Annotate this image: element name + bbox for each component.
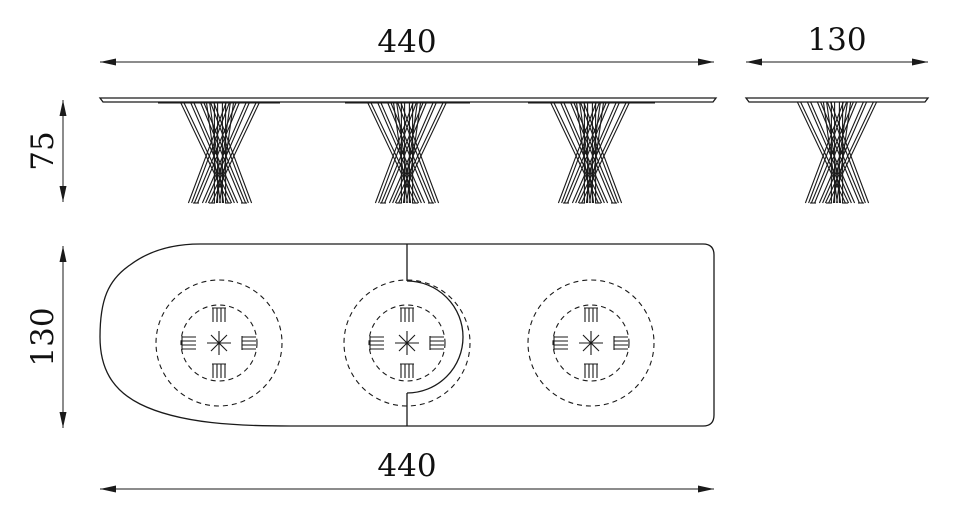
plan-depth-dimension: 130 [25, 246, 67, 428]
front-width-dimension: 440 [100, 24, 714, 66]
plan-base-left [155, 279, 283, 407]
base-foot [181, 336, 196, 350]
front-base-left [179, 101, 261, 204]
height-dimension: 75 [25, 100, 67, 202]
front-width-label: 440 [377, 24, 436, 60]
base-inner-circle [552, 304, 630, 382]
plan-width-label: 440 [377, 448, 436, 484]
leg [824, 101, 878, 204]
plan-base-center [343, 279, 471, 407]
leg [402, 101, 422, 204]
leg [575, 101, 595, 204]
leg [394, 101, 448, 204]
plan-depth-label: 130 [25, 307, 61, 366]
plan-view [99, 243, 715, 427]
leg [207, 101, 261, 204]
leg [374, 101, 418, 204]
leg [392, 101, 412, 204]
height-label: 75 [25, 131, 61, 170]
leg [388, 101, 438, 204]
base-inner-circle [368, 304, 446, 382]
base-foot [400, 307, 414, 322]
base-foot [429, 336, 444, 350]
base-outer-circle [527, 279, 655, 407]
base-foot [584, 363, 598, 378]
base-center-cross [207, 331, 231, 355]
front-elevation [98, 97, 718, 204]
leg [585, 101, 605, 204]
leg [810, 101, 858, 204]
leg [193, 101, 241, 204]
leg [557, 101, 601, 204]
base-foot [553, 336, 568, 350]
base-outer-circle [343, 279, 471, 407]
leg [822, 101, 842, 204]
front-base-center [366, 101, 448, 204]
leg [563, 101, 611, 204]
side-elevation [744, 97, 930, 204]
leg [187, 101, 231, 204]
side-base [796, 101, 878, 204]
base-inner-circle [180, 304, 258, 382]
leg [215, 101, 235, 204]
plan-joint-curve [406, 280, 464, 394]
base-foot [212, 363, 226, 378]
leg [804, 101, 848, 204]
leg [577, 101, 631, 204]
plan-width-dimension: 440 [100, 448, 714, 493]
leg [380, 101, 428, 204]
side-width-dimension: 130 [746, 22, 928, 66]
base-foot [613, 336, 628, 350]
front-tabletop [98, 97, 718, 103]
side-tabletop [744, 97, 930, 103]
base-foot [584, 307, 598, 322]
side-width-label: 130 [807, 22, 866, 58]
base-foot [369, 336, 384, 350]
base-foot [400, 363, 414, 378]
base-foot [212, 307, 226, 322]
front-base-right [549, 101, 631, 204]
base-outer-circle [155, 279, 283, 407]
leg [818, 101, 868, 204]
leg [205, 101, 225, 204]
leg [201, 101, 251, 204]
leg [832, 101, 852, 204]
base-center-cross [579, 331, 603, 355]
base-center-cross [395, 331, 419, 355]
plan-base-right [527, 279, 655, 407]
plan-tabletop-outline [99, 243, 715, 427]
base-foot [241, 336, 256, 350]
leg [571, 101, 621, 204]
